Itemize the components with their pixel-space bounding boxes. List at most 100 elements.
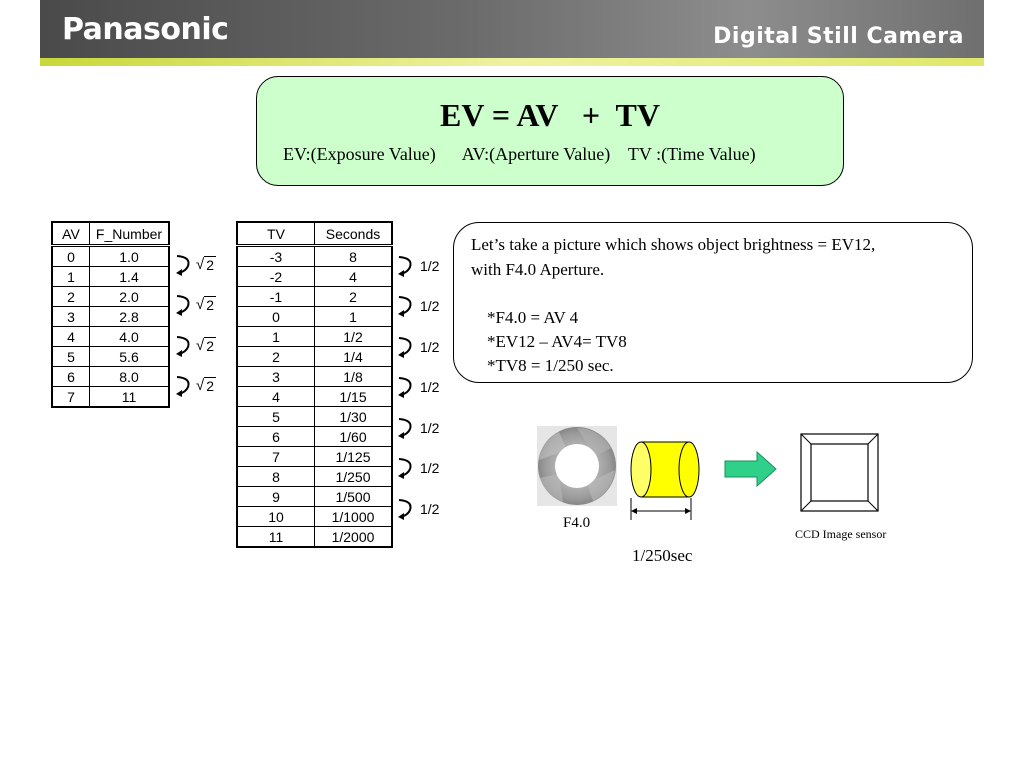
sqrt-label: √2 — [196, 296, 217, 314]
table-cell: 5 — [51, 346, 90, 367]
curved-arrow-icon — [176, 376, 190, 397]
step-marker: √2 — [174, 334, 217, 358]
table-cell: 1/60 — [314, 426, 393, 447]
step-marker: √2 — [174, 293, 217, 317]
step-marker: 1/2 — [396, 416, 439, 440]
table-cell: 11 — [89, 386, 170, 408]
step-value: 1/2 — [420, 420, 440, 436]
f-number-header: F_Number — [89, 221, 170, 246]
formula-box: EV = AV + TV EV:(Exposure Value) AV:(Ape… — [256, 76, 844, 186]
ccd-sensor-icon — [800, 433, 879, 512]
table-cell: 6 — [236, 426, 315, 447]
table-cell: 6 — [51, 366, 90, 387]
table-cell: 11 — [236, 526, 315, 548]
table-cell: 0 — [236, 306, 315, 327]
header-accent-strip — [40, 58, 984, 66]
table-cell: 0 — [51, 244, 90, 267]
table-cell: 1 — [51, 266, 90, 287]
explanation-line: with F4.0 Aperture. — [471, 260, 605, 279]
table-cell: 1/2000 — [314, 526, 393, 548]
table-cell: 1/4 — [314, 346, 393, 367]
step-value: 1/2 — [420, 460, 440, 476]
table-cell: -2 — [236, 266, 315, 287]
header-bar: Panasonic Digital Still Camera — [40, 0, 984, 58]
table-cell: 4 — [51, 326, 90, 347]
table-cell: 1/250 — [314, 466, 393, 487]
step-value: 2 — [204, 337, 217, 354]
explanation-line: *EV12 – AV4= TV8 — [487, 332, 627, 351]
table-cell: 1/1000 — [314, 506, 393, 527]
table-cell: 1.4 — [89, 266, 170, 287]
step-marker: √2 — [174, 374, 217, 398]
step-value: 1/2 — [420, 379, 440, 395]
table-cell: 8 — [314, 244, 393, 267]
table-cell: 1/125 — [314, 446, 393, 467]
table-cell: 1.0 — [89, 244, 170, 267]
table-cell: 4 — [236, 386, 315, 407]
table-cell: 1/8 — [314, 366, 393, 387]
table-cell: 4.0 — [89, 326, 170, 347]
curved-arrow-icon — [398, 296, 412, 317]
table-cell: 2 — [236, 346, 315, 367]
table-cell: 3 — [51, 306, 90, 327]
step-value: 2 — [204, 296, 217, 313]
explanation-box: Let’s take a picture which shows object … — [453, 222, 973, 383]
document-title: Digital Still Camera — [713, 24, 964, 49]
explanation-line: Let’s take a picture which shows object … — [471, 235, 876, 254]
radical-icon: √ — [196, 377, 205, 394]
shutter-speed-label: 1/250sec — [632, 546, 693, 565]
curved-arrow-icon — [398, 256, 412, 277]
table-cell: -3 — [236, 244, 315, 267]
table-cell: 3 — [236, 366, 315, 387]
aperture-icon — [537, 426, 617, 506]
table-cell: 4 — [314, 266, 393, 287]
table-cell: 7 — [51, 386, 90, 408]
explanation-line: *TV8 = 1/250 sec. — [487, 356, 614, 375]
table-cell: 10 — [236, 506, 315, 527]
step-value: 2 — [204, 377, 217, 394]
table-cell: 9 — [236, 486, 315, 507]
curved-arrow-icon — [398, 458, 412, 479]
tv-header: TV — [236, 221, 315, 246]
table-cell: 1 — [236, 326, 315, 347]
table-cell: 8 — [236, 466, 315, 487]
table-cell: 2 — [314, 286, 393, 307]
step-marker: 1/2 — [396, 375, 439, 399]
table-cell: 1 — [314, 306, 393, 327]
brand-logo: Panasonic — [62, 12, 229, 47]
curved-arrow-icon — [398, 377, 412, 398]
table-cell: -1 — [236, 286, 315, 307]
aperture-label: F4.0 — [563, 515, 591, 531]
radical-icon: √ — [196, 337, 205, 354]
sqrt-label: √2 — [196, 377, 217, 395]
curved-arrow-icon — [176, 255, 190, 276]
step-marker: 1/2 — [396, 294, 439, 318]
arrow-right-icon — [724, 451, 777, 487]
step-marker: 1/2 — [396, 335, 439, 359]
explanation-line: *F4.0 = AV 4 — [487, 308, 579, 327]
step-value: 1/2 — [420, 501, 440, 517]
table-cell: 2.0 — [89, 286, 170, 307]
step-value: 1/2 — [420, 298, 440, 314]
sqrt-label: √2 — [196, 337, 217, 355]
curved-arrow-icon — [176, 336, 190, 357]
table-cell: 2.8 — [89, 306, 170, 327]
